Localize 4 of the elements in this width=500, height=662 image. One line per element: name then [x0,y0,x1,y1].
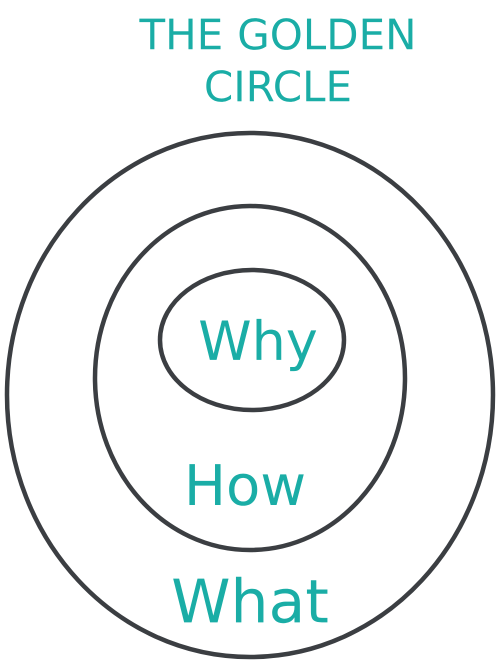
title: THE GOLDEN CIRCLE [139,18,412,102]
circle-label: Why [200,318,316,372]
circle-label: What [173,576,328,624]
circle-label: How [189,464,304,506]
